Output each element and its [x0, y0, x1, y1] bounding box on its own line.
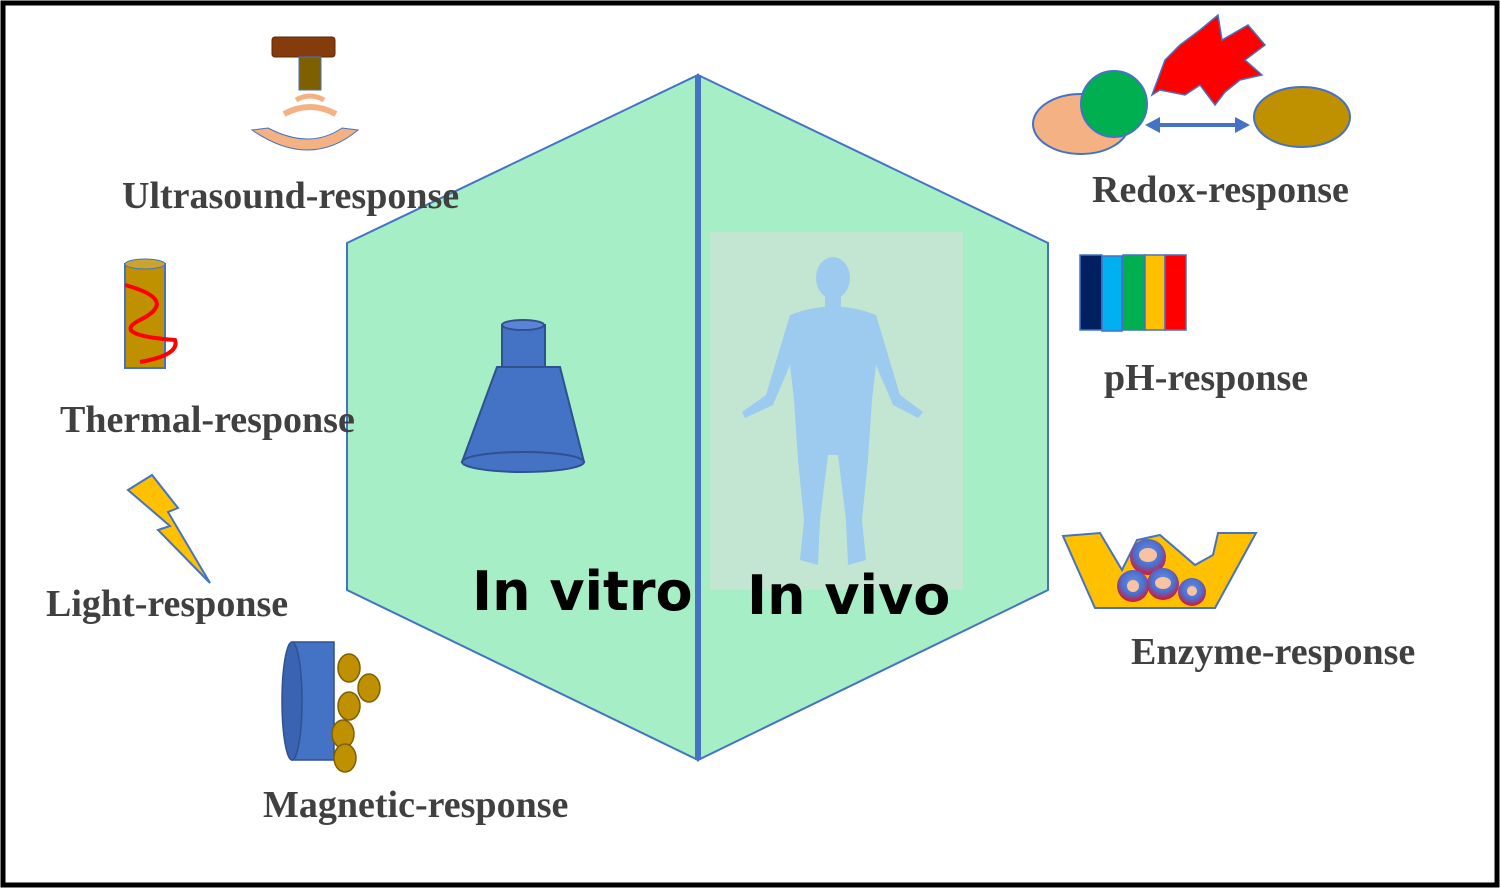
in-vivo-label: In vivo: [747, 564, 950, 627]
in-vitro-label: In vitro: [472, 560, 693, 623]
redox-response-label: Redox-response: [1092, 169, 1349, 211]
thermal-heater-icon: [124, 258, 178, 369]
magnetic-response-label: Magnetic-response: [263, 784, 568, 826]
ultrasound-response-label: Ultrasound-response: [122, 175, 459, 217]
ultrasound-icon: [250, 36, 360, 151]
lightning-bolt-icon: [126, 473, 211, 584]
enzyme-response-label: Enzyme-response: [1131, 631, 1415, 673]
ph-strip-icon: [1079, 254, 1187, 332]
redox-icon: [1032, 13, 1351, 155]
thermal-response-label: Thermal-response: [60, 399, 355, 441]
human-body-icon: [742, 257, 923, 565]
enzyme-icon: [1061, 531, 1258, 609]
ph-response-label: pH-response: [1104, 357, 1308, 399]
magnet-particles-icon: [281, 641, 381, 773]
light-response-label: Light-response: [46, 583, 288, 625]
cell-culture-dish-icon: [460, 319, 586, 473]
